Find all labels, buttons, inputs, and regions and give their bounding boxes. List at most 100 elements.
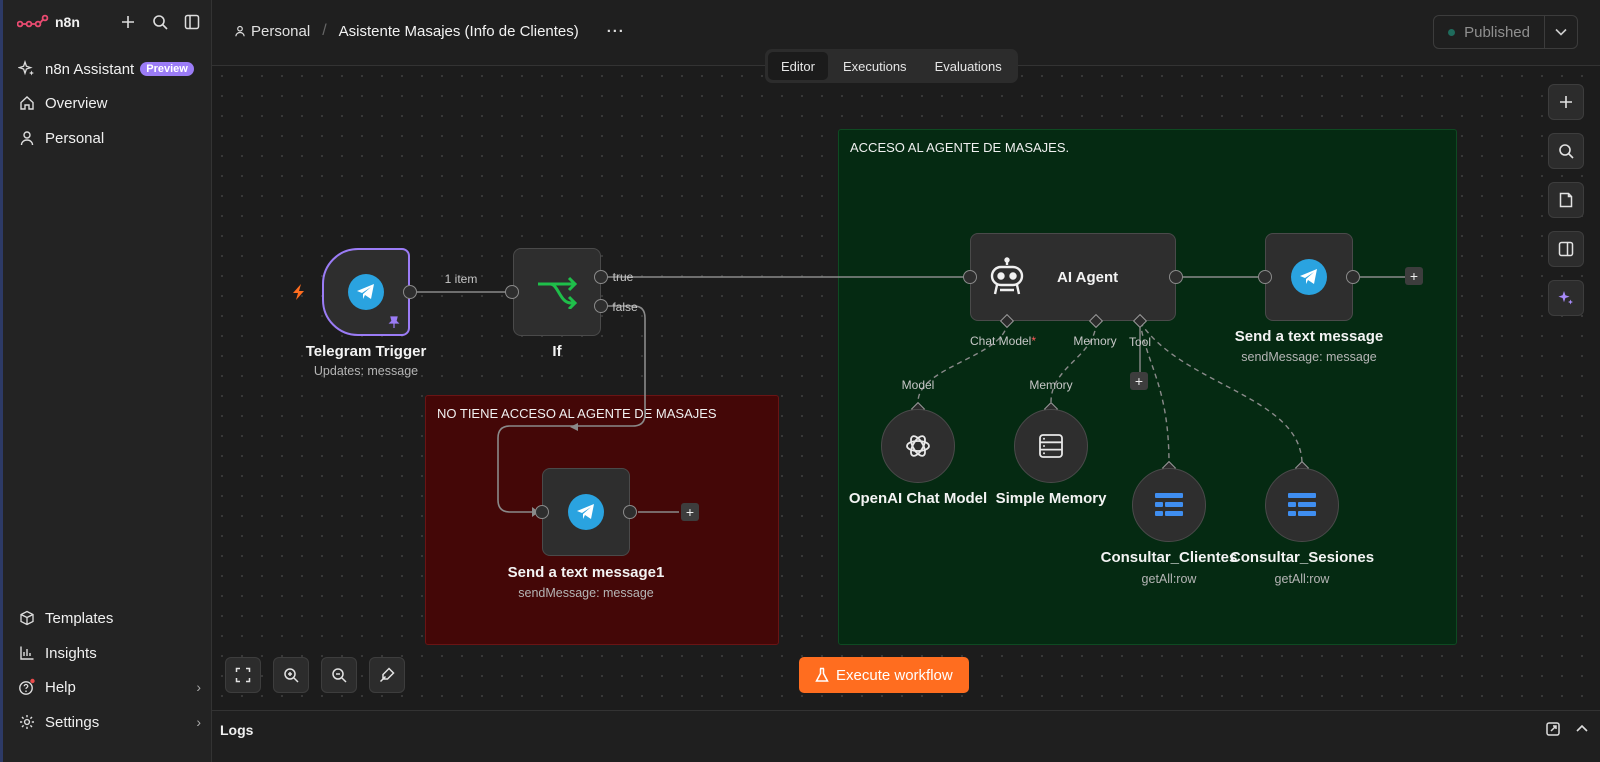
telegram-icon: [1291, 259, 1327, 295]
logs-panel[interactable]: Logs: [212, 710, 1600, 762]
add-node-icon[interactable]: [1548, 84, 1584, 120]
output-port[interactable]: [1346, 270, 1360, 284]
help-icon: [17, 677, 37, 697]
output-port-true[interactable]: [594, 270, 608, 284]
node-subtitle: sendMessage: message: [518, 586, 654, 600]
more-options-button[interactable]: ···: [606, 22, 625, 40]
execute-workflow-label: Execute workflow: [836, 666, 953, 684]
node-title: Telegram Trigger: [305, 343, 427, 360]
ai-sparkle-icon[interactable]: [1548, 280, 1584, 316]
bar-chart-icon: [17, 643, 37, 663]
tab-editor[interactable]: Editor: [768, 52, 828, 80]
sidebar-item-insights[interactable]: Insights: [17, 638, 201, 668]
table-icon: [1155, 493, 1183, 516]
input-port[interactable]: [1258, 270, 1272, 284]
output-port-false[interactable]: [594, 299, 608, 313]
workflow-title[interactable]: Asistente Masajes (Info de Clientes): [338, 22, 579, 40]
box-icon: [17, 608, 37, 628]
sidebar-item-label: n8n Assistant: [45, 60, 135, 78]
input-label-chat-model: Chat Model*: [969, 334, 1037, 348]
sidebar-item-assistant[interactable]: n8n Assistant Preview: [17, 54, 201, 84]
breadcrumb-project[interactable]: Personal: [234, 23, 310, 40]
if-branch-icon: [538, 276, 578, 309]
port-label-model: Model: [901, 378, 935, 392]
node-subtitle: Updates: message: [313, 364, 419, 378]
telegram-icon: [568, 494, 604, 530]
input-port[interactable]: [535, 505, 549, 519]
add-tool-button[interactable]: +: [1130, 372, 1148, 390]
canvas-right-toolbar: [1548, 84, 1584, 316]
zoom-in-icon[interactable]: [273, 657, 309, 693]
search-icon[interactable]: [1548, 133, 1584, 169]
node-send-text-message1[interactable]: [542, 468, 630, 556]
published-button[interactable]: Published: [1434, 16, 1545, 48]
sidebar-item-label: Personal: [45, 129, 105, 147]
tidy-up-icon[interactable]: [369, 657, 405, 693]
sticky-note-text: NO TIENE ACCESO AL AGENTE DE MASAJES: [437, 406, 717, 421]
sidebar-item-personal[interactable]: Personal: [17, 123, 201, 153]
node-consultar-sesiones[interactable]: [1265, 468, 1339, 542]
node-if[interactable]: [513, 248, 601, 336]
node-simple-memory[interactable]: [1014, 409, 1088, 483]
side-panel-icon[interactable]: [1548, 231, 1584, 267]
output-port[interactable]: [403, 285, 417, 299]
published-label: Published: [1464, 23, 1530, 41]
sidebar-item-label: Settings: [45, 713, 100, 731]
sticky-note-text: ACCESO AL AGENTE DE MASAJES.: [850, 140, 1070, 155]
search-icon[interactable]: [151, 13, 169, 31]
plus-icon[interactable]: [119, 13, 137, 31]
preview-badge: Preview: [140, 62, 194, 76]
add-node-button[interactable]: +: [1405, 267, 1423, 285]
node-telegram-trigger[interactable]: [322, 248, 410, 336]
tab-executions[interactable]: Executions: [842, 58, 907, 74]
input-port[interactable]: [963, 270, 977, 284]
sidebar-item-label: Templates: [45, 609, 114, 627]
sidebar-item-overview[interactable]: Overview: [17, 88, 201, 118]
chevron-up-icon[interactable]: [1576, 722, 1588, 741]
connection-label-items: 1 item: [444, 272, 478, 286]
chevron-down-icon[interactable]: [1545, 16, 1577, 48]
tab-evaluations[interactable]: Evaluations: [934, 58, 1002, 74]
breadcrumb: Personal / Asistente Masajes (Info de Cl…: [234, 22, 625, 40]
panel-toggle-icon[interactable]: [183, 13, 201, 31]
output-port[interactable]: [623, 505, 637, 519]
zoom-out-icon[interactable]: [321, 657, 357, 693]
sidebar-item-templates[interactable]: Templates: [17, 603, 201, 633]
add-node-button[interactable]: +: [681, 503, 699, 521]
node-ai-agent[interactable]: AI Agent: [970, 233, 1176, 321]
node-consultar-clientes[interactable]: [1132, 468, 1206, 542]
node-title: Send a text message: [1234, 328, 1384, 345]
port-label-memory: Memory: [1029, 378, 1073, 392]
fit-view-icon[interactable]: [225, 657, 261, 693]
node-title: Consultar_Sesiones: [1229, 549, 1375, 566]
workflow-canvas[interactable]: ACCESO AL AGENTE DE MASAJES. NO TIENE AC…: [212, 66, 1600, 710]
status-dot: [1448, 28, 1456, 36]
node-openai-chat-model[interactable]: [881, 409, 955, 483]
pop-out-icon[interactable]: [1546, 722, 1560, 741]
table-icon: [1288, 493, 1316, 516]
user-icon: [235, 25, 245, 37]
n8n-logo-icon: [17, 14, 49, 28]
sidebar-item-settings[interactable]: Settings ›: [17, 707, 201, 737]
input-label-memory: Memory: [1073, 334, 1117, 348]
sticky-note-icon[interactable]: [1548, 182, 1584, 218]
connections-layer: [417, 272, 1409, 517]
sidebar-item-help[interactable]: Help ›: [17, 672, 201, 702]
sidebar-item-label: Help: [45, 678, 76, 696]
output-port[interactable]: [1169, 270, 1183, 284]
pin-icon: [388, 316, 400, 328]
home-icon: [17, 93, 37, 113]
execute-workflow-button[interactable]: Execute workflow: [799, 657, 969, 693]
gear-icon: [17, 712, 37, 732]
sparkle-icon: [17, 59, 37, 79]
chevron-right-icon: ›: [196, 679, 201, 695]
node-title: OpenAI Chat Model: [848, 490, 988, 507]
node-send-text-message[interactable]: [1265, 233, 1353, 321]
input-port[interactable]: [505, 285, 519, 299]
openai-icon: [906, 435, 930, 457]
node-title: AI Agent: [1057, 268, 1119, 286]
node-title: Send a text message1: [507, 564, 665, 581]
breadcrumb-separator: /: [322, 22, 327, 39]
sidebar-item-label: Insights: [45, 644, 97, 662]
sidebar-item-label: Overview: [45, 94, 108, 112]
